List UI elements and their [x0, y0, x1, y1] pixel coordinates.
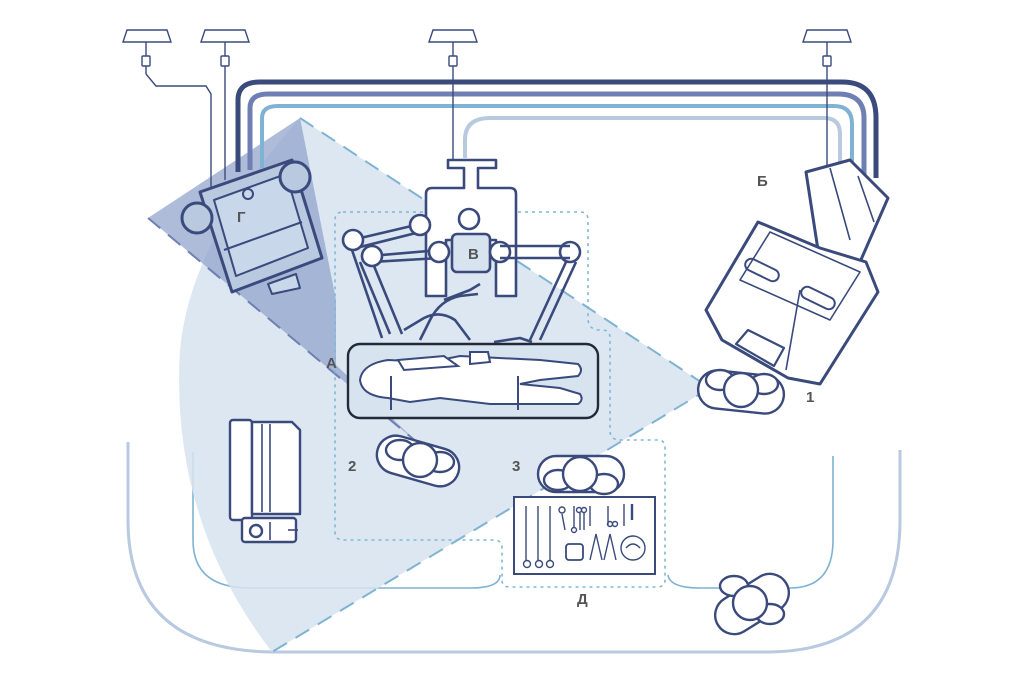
surgeon-console: [180, 158, 324, 295]
ceiling-outlet-2: [200, 29, 250, 180]
label-v: В: [468, 246, 479, 263]
person-3: [536, 454, 626, 496]
cable-light: [260, 104, 854, 172]
cable-dark: [235, 79, 879, 178]
wedge-dashed-edge-bottom: [271, 387, 711, 653]
person-4: [713, 572, 791, 636]
label-1: 1: [806, 389, 814, 406]
label-b: Б: [757, 173, 768, 190]
label-a: А: [326, 355, 337, 372]
cable-pale: [463, 116, 842, 168]
room-boundary-inner-right: [667, 456, 834, 589]
cable-mid: [247, 91, 867, 176]
instrument-table: [513, 496, 656, 575]
patient-side-cart: [704, 158, 890, 386]
label-g: Г: [237, 209, 246, 226]
ceiling-outlet-4: [802, 29, 852, 170]
label-2: 2: [348, 458, 356, 475]
ceiling-outlet-1: [122, 29, 212, 190]
label-3: 3: [512, 458, 520, 475]
operating-table: [346, 342, 600, 420]
person-1: [696, 368, 786, 415]
surgical-team-zone: [334, 211, 666, 588]
anesthesia-machine: [228, 418, 302, 544]
room-boundary-outer: [126, 442, 902, 654]
label-d: Д: [577, 591, 588, 608]
ceiling-outlet-3: [428, 29, 478, 160]
person-2: [375, 434, 461, 488]
overhead-robot: [341, 158, 582, 344]
